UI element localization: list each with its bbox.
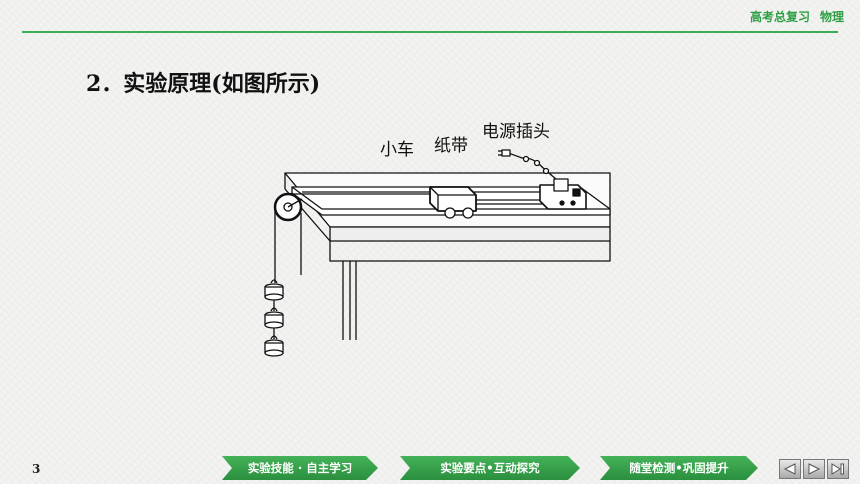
tab-self-study[interactable]: 实验技能 · 自主学习 [222, 456, 378, 480]
tab-interactive[interactable]: 实验要点•互动探究 [400, 456, 580, 480]
next-page-button[interactable] [803, 459, 825, 479]
header-brand: 高考总复习物理 [750, 8, 844, 25]
tab-consolidate[interactable]: 随堂检测•巩固提升 [600, 456, 758, 480]
prev-arrow-icon [783, 463, 796, 475]
next-arrow-icon [808, 463, 821, 475]
tape-label: 纸带 [434, 136, 468, 156]
prev-page-button[interactable] [779, 459, 801, 479]
last-page-button[interactable] [827, 459, 849, 479]
experiment-diagram: 小车 纸带 电源插头 [240, 115, 630, 370]
header-divider [22, 31, 838, 33]
plug-label: 电源插头 [482, 122, 550, 142]
apparatus-svg: 小车 纸带 电源插头 [264, 122, 611, 357]
course-title: 高考总复习 [749, 10, 810, 24]
last-page-icon [831, 463, 844, 475]
cart-label: 小车 [380, 140, 414, 160]
page-number: 3 [32, 462, 41, 476]
section-heading: 2．实验原理(如图所示) [86, 71, 321, 97]
subject-title: 物理 [819, 10, 844, 24]
